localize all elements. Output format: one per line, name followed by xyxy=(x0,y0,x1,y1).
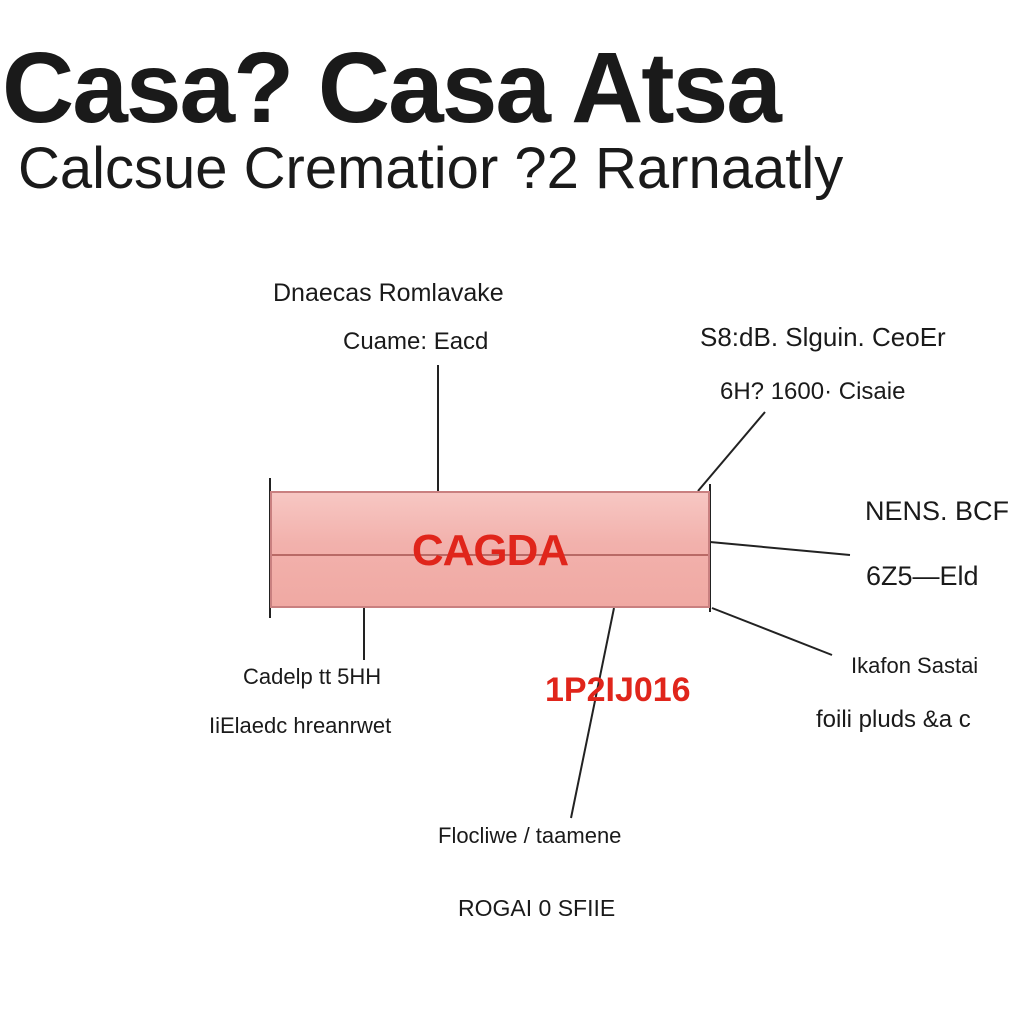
callout-bottom-center-red: 1P2IJ016 xyxy=(545,671,691,709)
callout-bottom-right-line1: Ikafon Sastai xyxy=(851,653,979,678)
connector-right xyxy=(709,541,851,556)
center-box-divider xyxy=(272,554,708,556)
callout-top-right-line2: 6H? 1600· Cisaie xyxy=(720,378,906,405)
page-subtitle: Calcsue Crematior ?2 Rarnaatly xyxy=(18,136,844,201)
callout-top-left-line1: Dnaecas Romlavake xyxy=(273,279,504,307)
callout-bottom-left-line2: IiElaedc hreanrwet xyxy=(209,713,392,738)
callout-top-right-line1: S8:dB. Slguin. CeoEr xyxy=(700,322,946,352)
connector-bottom-center xyxy=(570,607,615,819)
callout-bottom-right-line2: foili pluds &a c xyxy=(816,706,971,733)
callout-right-line2: 6Z5—Eld xyxy=(866,561,979,591)
callout-right-line1: NENS. BCF xyxy=(865,496,1010,526)
page-title: Casa? Casa Atsa xyxy=(2,32,782,144)
center-box-label: CAGDA xyxy=(411,526,569,575)
callout-bottom-center-line2: ROGAI 0 SFIIE xyxy=(458,895,616,921)
connector-top-right xyxy=(697,411,766,492)
callout-top-left-line2: Cuame: Eacd xyxy=(343,328,489,355)
center-box: CAGDA xyxy=(270,491,710,608)
callout-bottom-center-line1: Flocliwe / taamene xyxy=(438,823,622,848)
connector-bottom-right xyxy=(711,607,833,656)
callout-bottom-left-line1: Cadelp tt 5HH xyxy=(243,664,382,689)
